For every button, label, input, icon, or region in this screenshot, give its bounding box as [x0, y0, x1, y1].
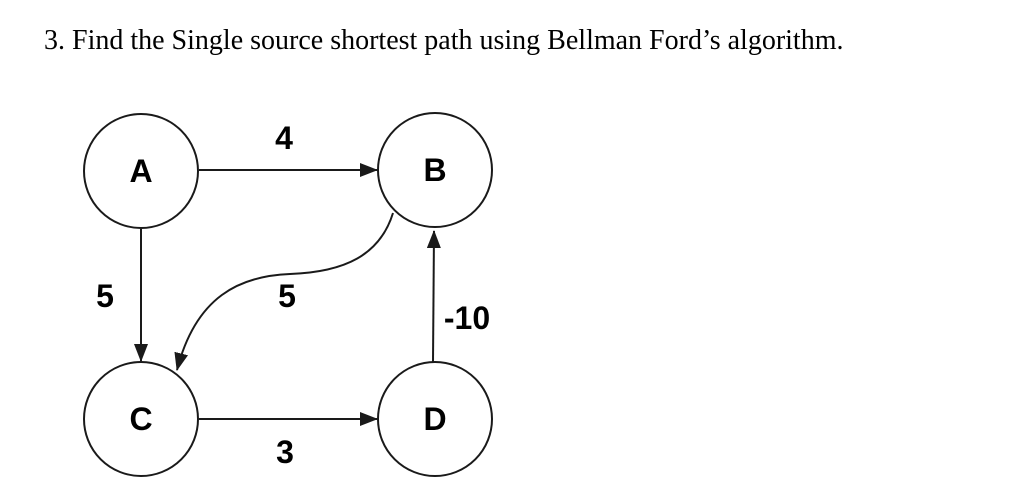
- edge-weight-A-B: 4: [275, 120, 293, 156]
- node-label-A: A: [129, 153, 152, 189]
- nodes-layer: A B C D: [83, 112, 493, 477]
- edge-weight-D-B: -10: [444, 300, 490, 336]
- edges-layer: 4 5 5 3 -10: [96, 120, 490, 470]
- graph-node-B: [377, 112, 493, 228]
- edge-D-B: [426, 230, 441, 363]
- graph-node-C: [83, 361, 199, 477]
- node-label-C: C: [129, 401, 152, 437]
- edge-B-C: [174, 212, 394, 371]
- edge-weight-C-D: 3: [276, 434, 294, 470]
- graph-node-D: [377, 361, 493, 477]
- edge-weight-B-C: 5: [278, 278, 296, 314]
- question-title: 3. Find the Single source shortest path …: [44, 25, 844, 56]
- node-label-D: D: [423, 401, 446, 437]
- graph-node-A: [83, 113, 199, 229]
- edge-weight-A-C: 5: [96, 278, 114, 314]
- node-label-B: B: [423, 152, 446, 188]
